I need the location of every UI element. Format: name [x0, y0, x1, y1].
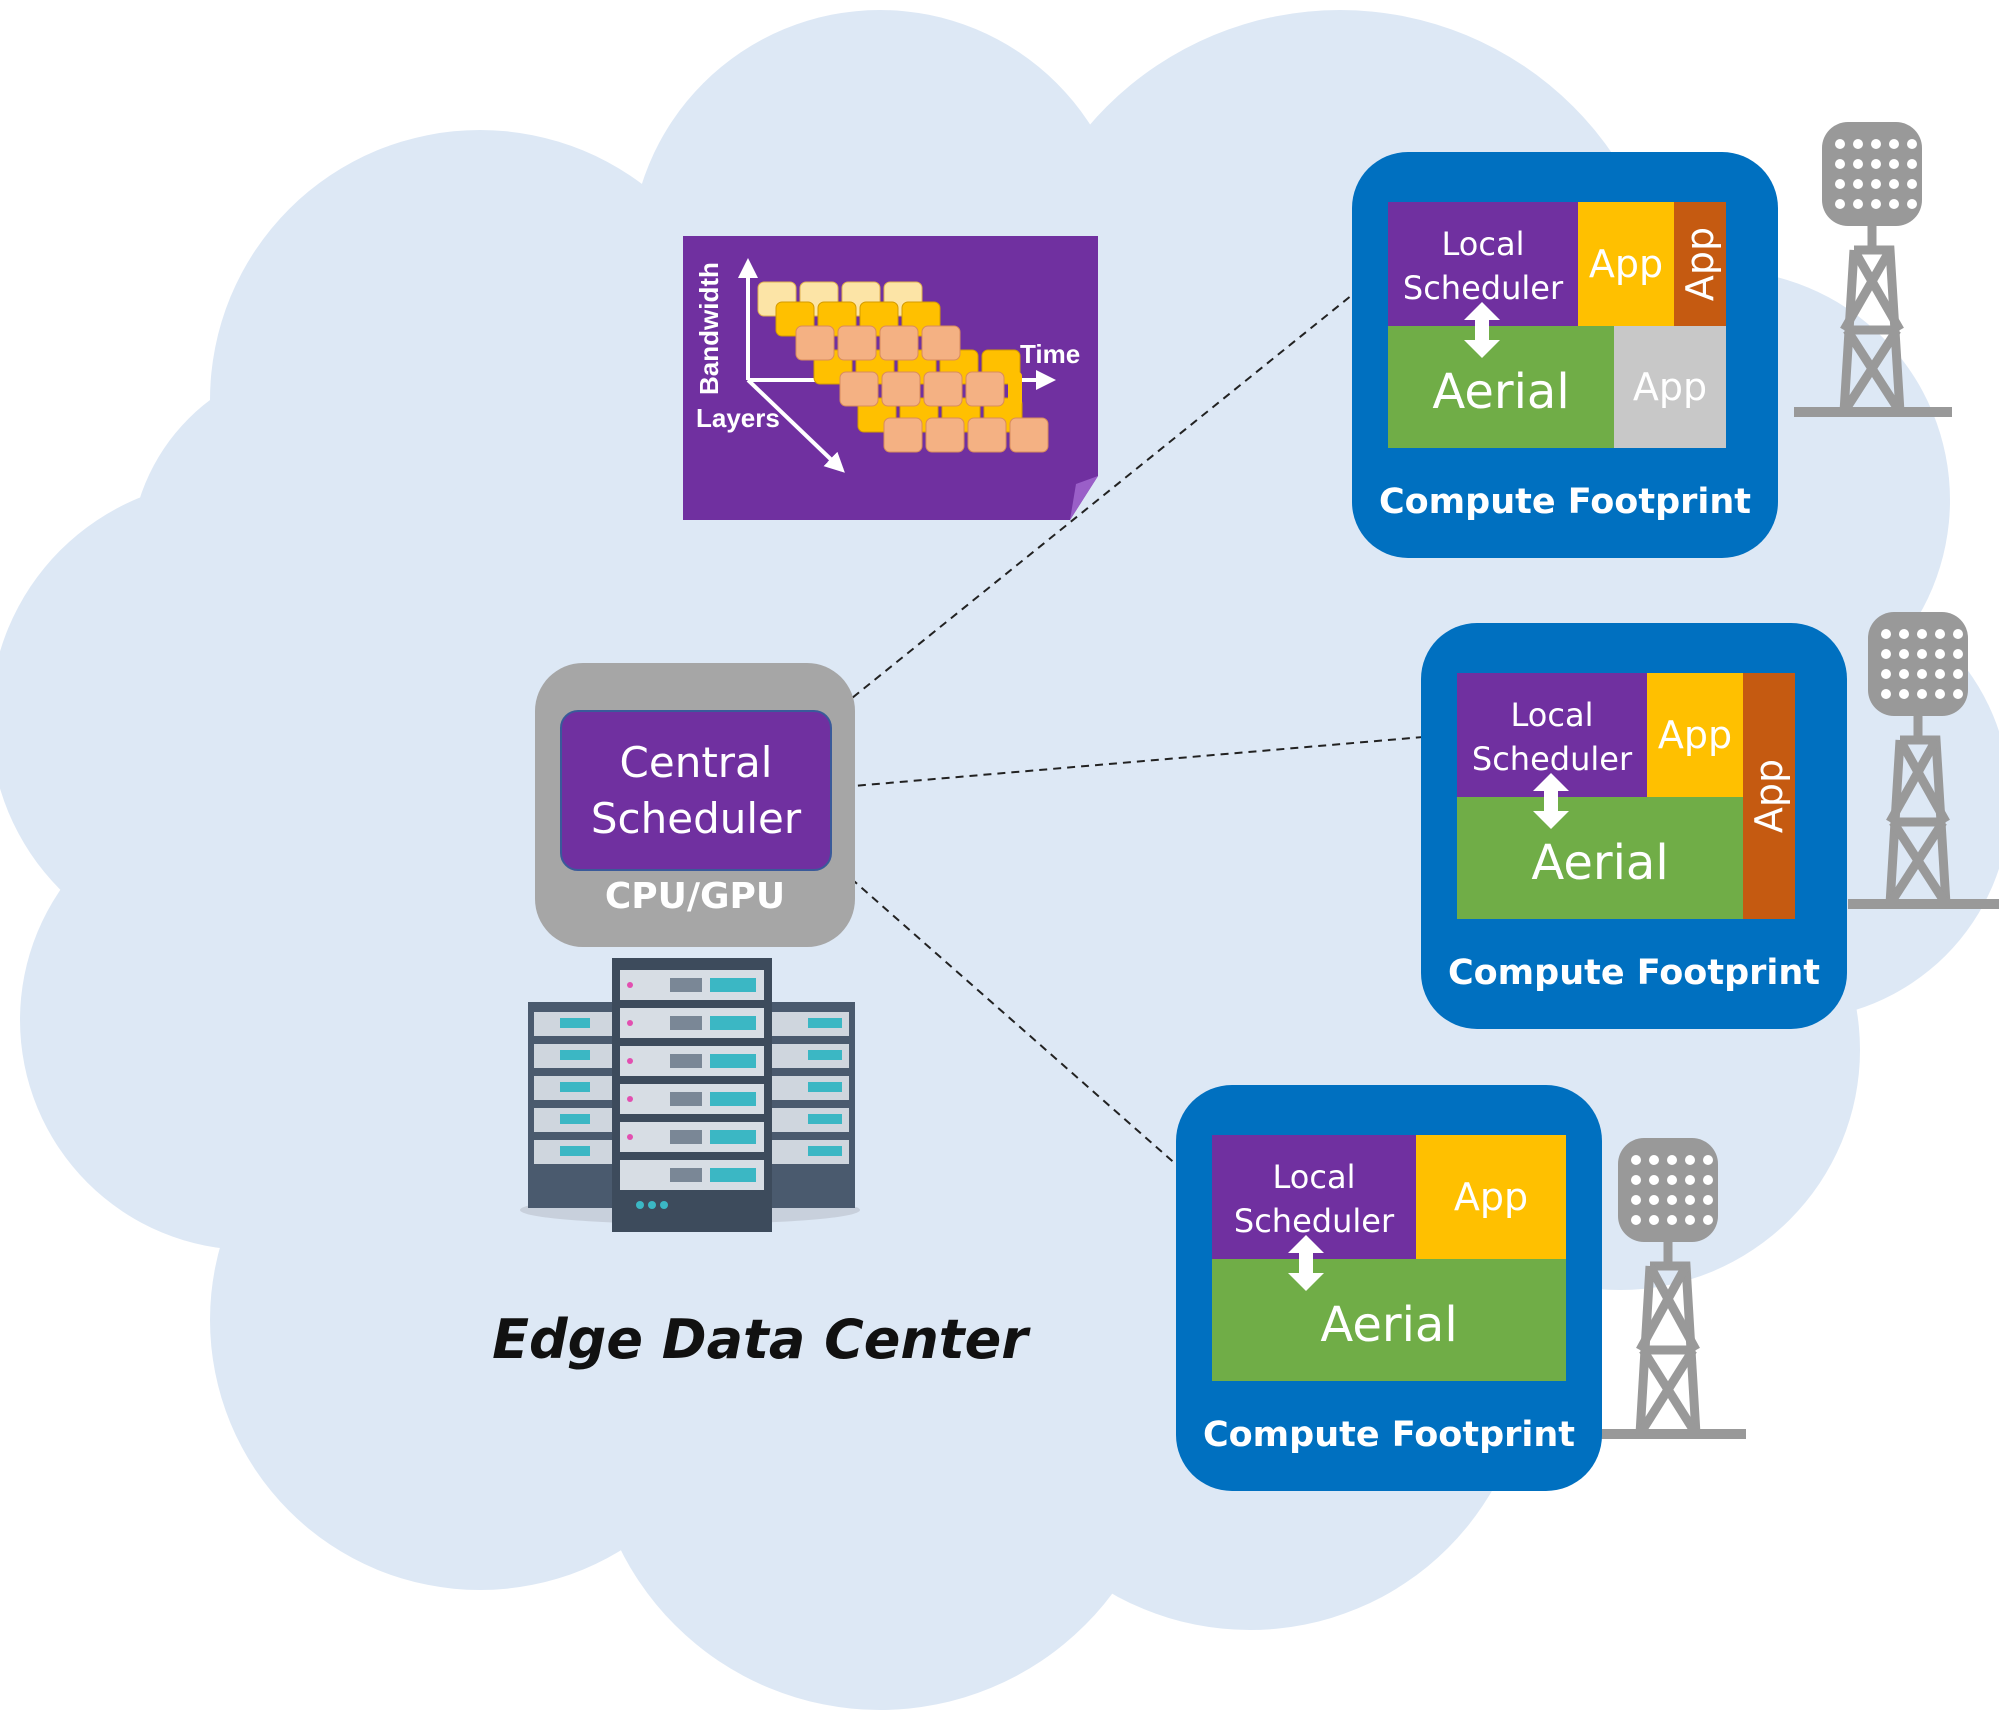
app-label: App	[1632, 365, 1708, 409]
schedule-grid-inset: Bandwidth Layers Time	[683, 236, 1098, 520]
aerial-label: Aerial	[1531, 835, 1669, 891]
app-label: App	[1657, 713, 1733, 757]
compute-footprint-label: Compute Footprint	[1447, 953, 1821, 993]
app-label: App	[1678, 226, 1722, 302]
compute-footprint-2: Local Scheduler App App Aerial Compute F…	[1421, 623, 1847, 1029]
app-block-orange: App	[1743, 673, 1795, 919]
connector-to-footprint-1	[829, 264, 1390, 717]
bidirectional-arrow-icon	[1464, 302, 1500, 358]
compute-footprint-label: Compute Footprint	[1378, 482, 1752, 522]
local-scheduler-line2: Scheduler	[1471, 740, 1633, 778]
local-scheduler: Local Scheduler	[1212, 1135, 1416, 1259]
central-scheduler-line2: Scheduler	[590, 793, 802, 843]
cell-tower-3	[1600, 1138, 1746, 1439]
app-block-grey: App	[1614, 326, 1726, 448]
compute-footprint-1: Local Scheduler App App Aerial App Compu…	[1352, 152, 1778, 558]
local-scheduler-line1: Local	[1510, 696, 1594, 734]
aerial-block: Aerial	[1457, 797, 1743, 919]
aerial-label: Aerial	[1432, 364, 1570, 420]
local-scheduler-line1: Local	[1272, 1158, 1356, 1196]
inset-z-label: Layers	[696, 403, 780, 433]
aerial-label: Aerial	[1320, 1297, 1458, 1353]
edge-data-center-title: Edge Data Center	[492, 1308, 1028, 1371]
cell-tower-2	[1848, 612, 1999, 909]
app-block-yellow: App	[1578, 202, 1674, 326]
app-block-orange: App	[1674, 202, 1726, 326]
bidirectional-arrow-icon	[1533, 773, 1569, 829]
app-block-yellow: App	[1416, 1135, 1566, 1259]
inset-x-label: Time	[1020, 339, 1080, 369]
connector-to-footprint-3	[828, 858, 1214, 1198]
central-scheduler-line1: Central	[619, 737, 773, 787]
connectors	[828, 264, 1460, 1198]
bidirectional-arrow-icon	[1288, 1235, 1324, 1291]
local-scheduler-line1: Local	[1441, 225, 1525, 263]
app-block-yellow: App	[1647, 673, 1743, 797]
cell-tower-1	[1794, 122, 1952, 417]
cpu-gpu-label: CPU/GPU	[604, 876, 786, 917]
connector-to-footprint-2	[828, 726, 1460, 796]
inset-y-label: Bandwidth	[694, 262, 724, 395]
local-scheduler-line2: Scheduler	[1233, 1202, 1395, 1240]
app-label: App	[1453, 1175, 1529, 1219]
aerial-block: Aerial	[1388, 326, 1614, 448]
app-label: App	[1588, 242, 1664, 286]
local-scheduler-line2: Scheduler	[1402, 269, 1564, 307]
central-scheduler: Central Scheduler	[560, 710, 832, 871]
compute-footprint-label: Compute Footprint	[1202, 1415, 1576, 1455]
app-label: App	[1747, 758, 1791, 834]
aerial-block: Aerial	[1212, 1259, 1566, 1381]
compute-footprint-3: Local Scheduler App Aerial Compute Footp…	[1176, 1085, 1602, 1491]
